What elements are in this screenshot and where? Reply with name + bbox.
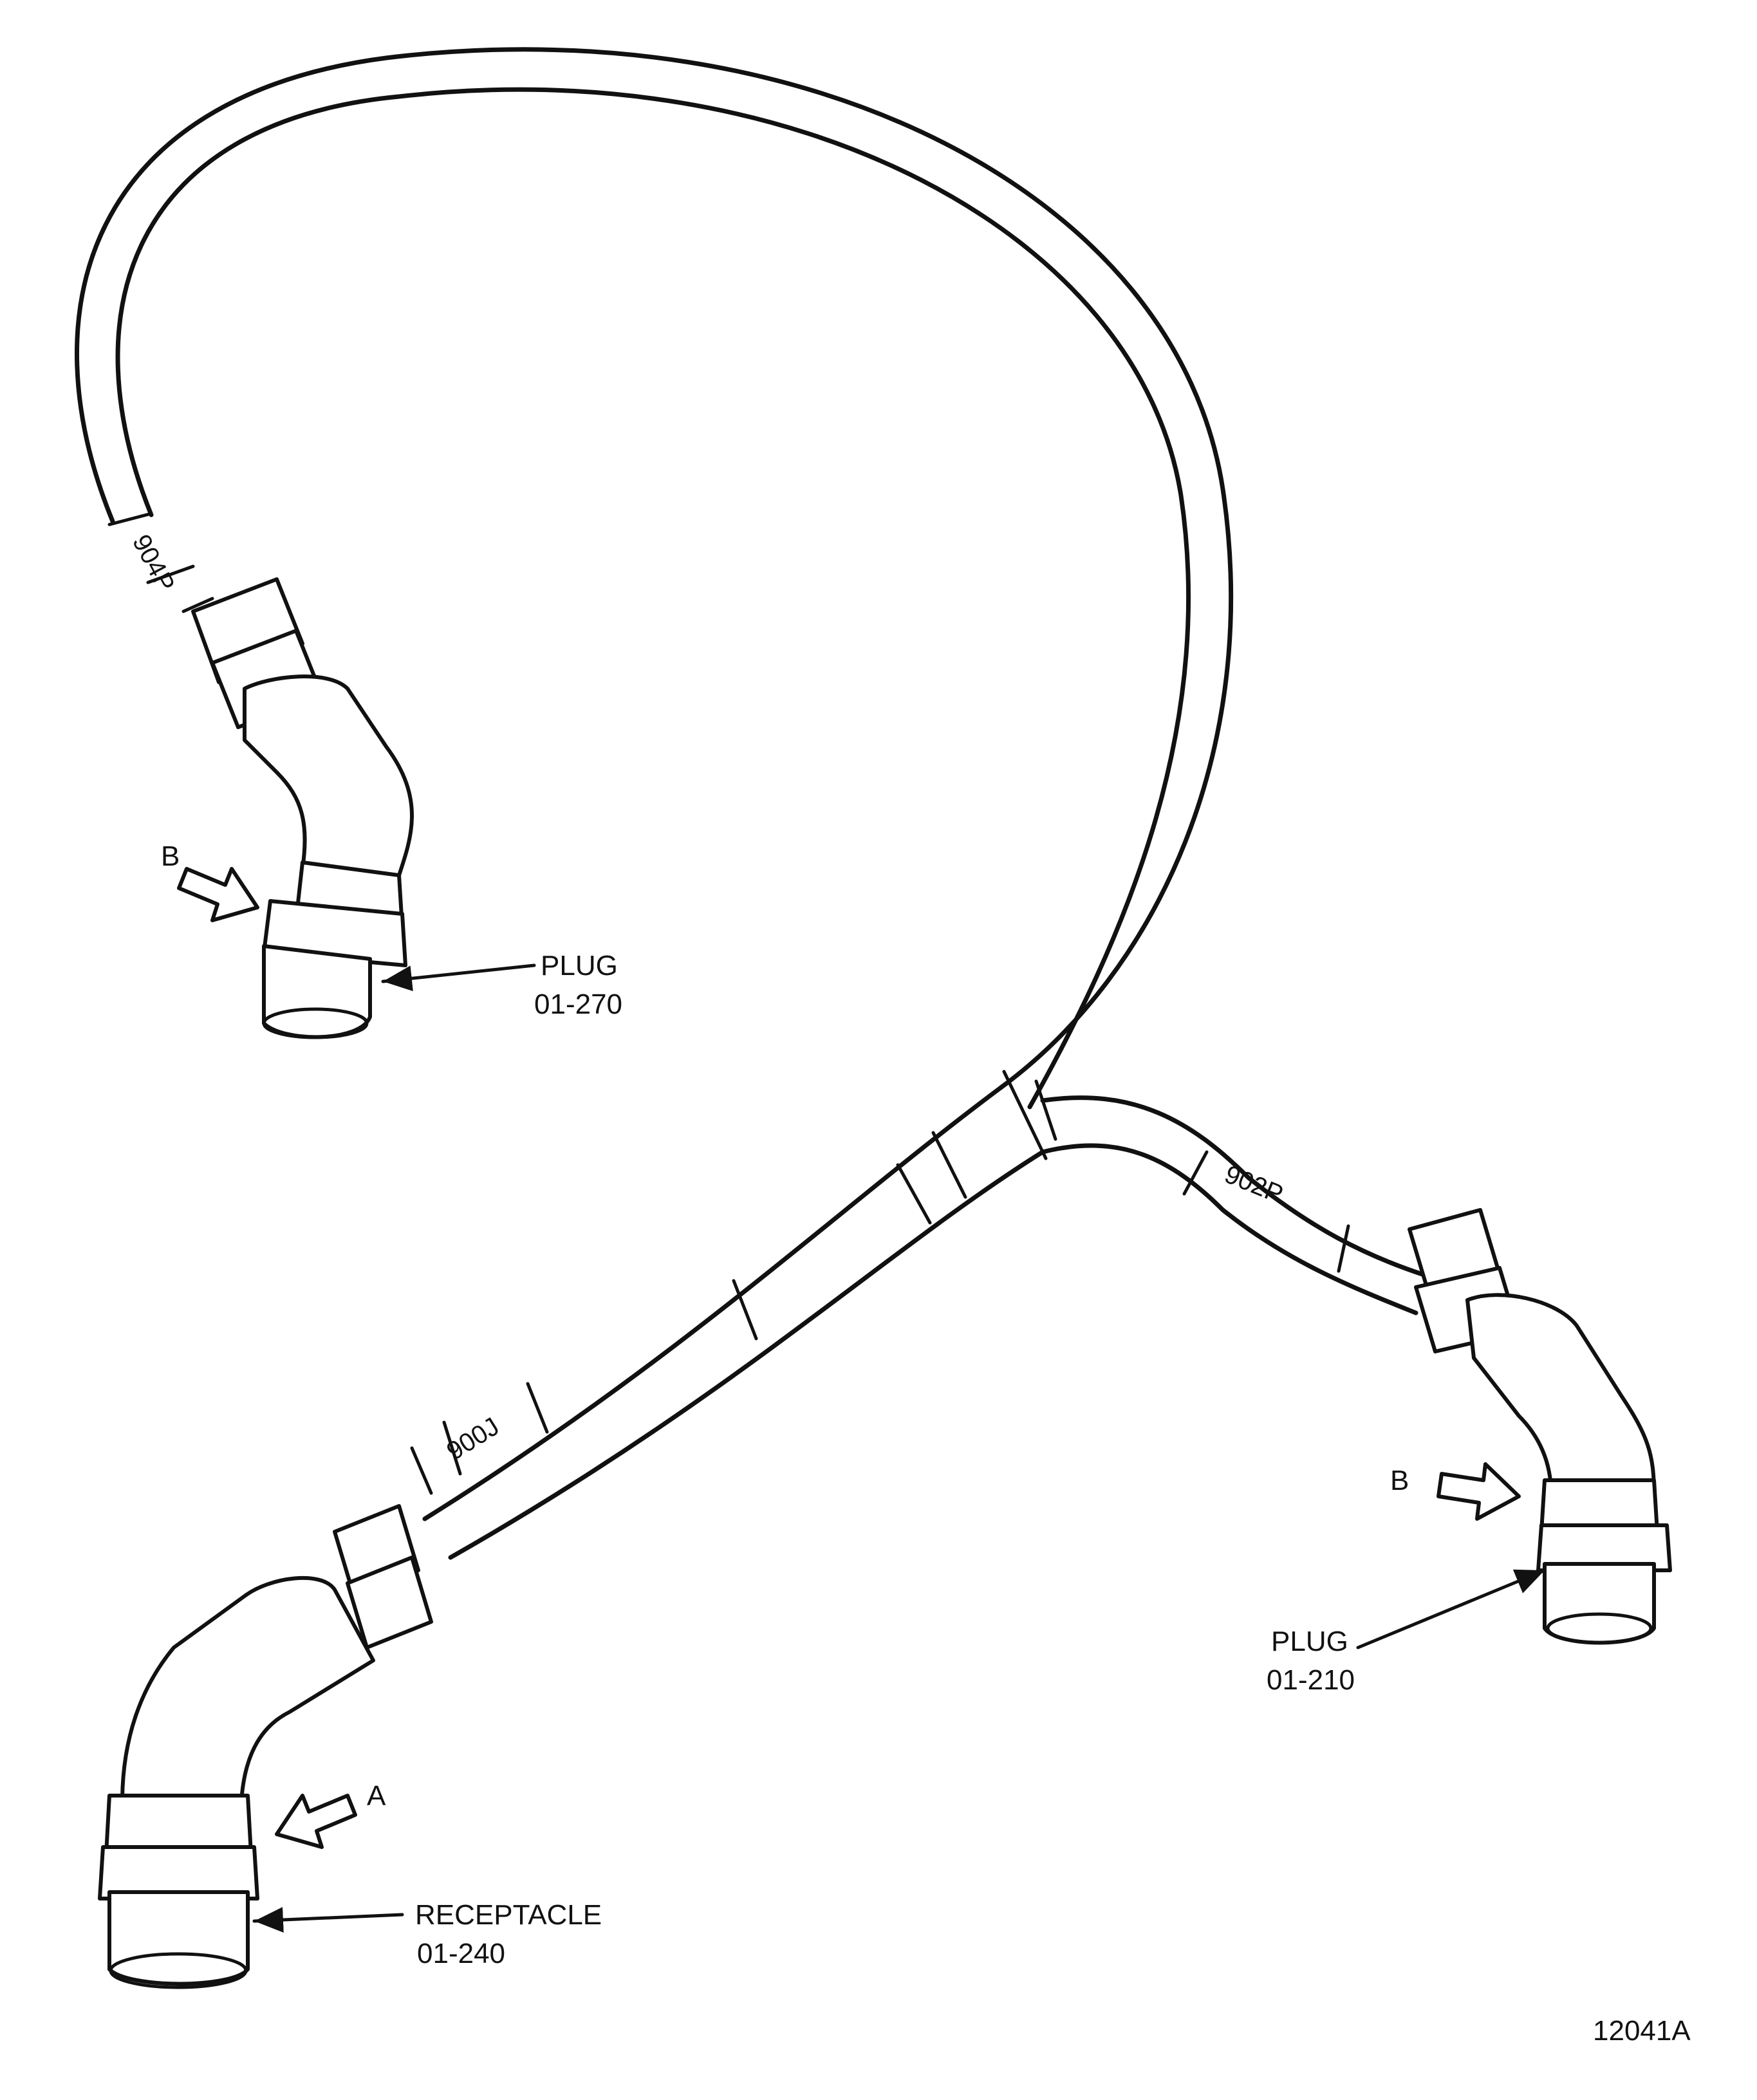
callout-plug-01-210-name: PLUG <box>1271 1626 1348 1657</box>
view-arrow-b-top <box>177 867 259 922</box>
leader-plug-01-210 <box>1356 1568 1547 1649</box>
callout-plug-01-270: PLUG 01-270 <box>534 950 622 1020</box>
callout-receptacle-01-240-name: RECEPTACLE <box>415 1899 602 1931</box>
marker-902p: 902P <box>1182 1150 1350 1273</box>
view-label-b-right: B <box>1390 1465 1409 1496</box>
callout-receptacle-01-240-number: 01-240 <box>417 1938 505 1969</box>
main-cable-loop <box>75 47 1234 1110</box>
receptacle-01-240-connector <box>98 1504 433 1989</box>
callout-plug-01-210-number: 01-210 <box>1267 1664 1355 1696</box>
marker-900j: 900J <box>410 1382 549 1495</box>
callout-plug-01-270-number: 01-270 <box>534 989 622 1020</box>
callout-receptacle-01-240: RECEPTACLE 01-240 <box>415 1899 602 1969</box>
callout-plug-01-210: PLUG 01-210 <box>1267 1626 1355 1696</box>
marker-904p-label: 904P <box>127 530 180 597</box>
figure-id: 12041A <box>1593 2015 1691 2047</box>
junction-sleeve <box>732 1070 1057 1341</box>
branch-cable <box>1040 1095 1425 1315</box>
view-label-a: A <box>367 1780 386 1812</box>
marker-904p: 904P <box>107 512 214 613</box>
trunk-cable <box>422 1085 1045 1560</box>
view-label-b-top: B <box>161 841 180 872</box>
callout-plug-01-270-name: PLUG <box>541 950 618 981</box>
plug-01-270-connector <box>191 577 414 1039</box>
view-arrow-b-right <box>1436 1462 1521 1521</box>
marker-902p-label: 902P <box>1221 1160 1287 1209</box>
view-arrow-a <box>275 1794 357 1849</box>
plug-01-210-connector <box>1408 1208 1672 1645</box>
marker-900j-label: 900J <box>442 1412 504 1465</box>
leader-plug-01-270 <box>381 963 536 992</box>
leader-receptacle-01-240 <box>252 1907 404 1933</box>
